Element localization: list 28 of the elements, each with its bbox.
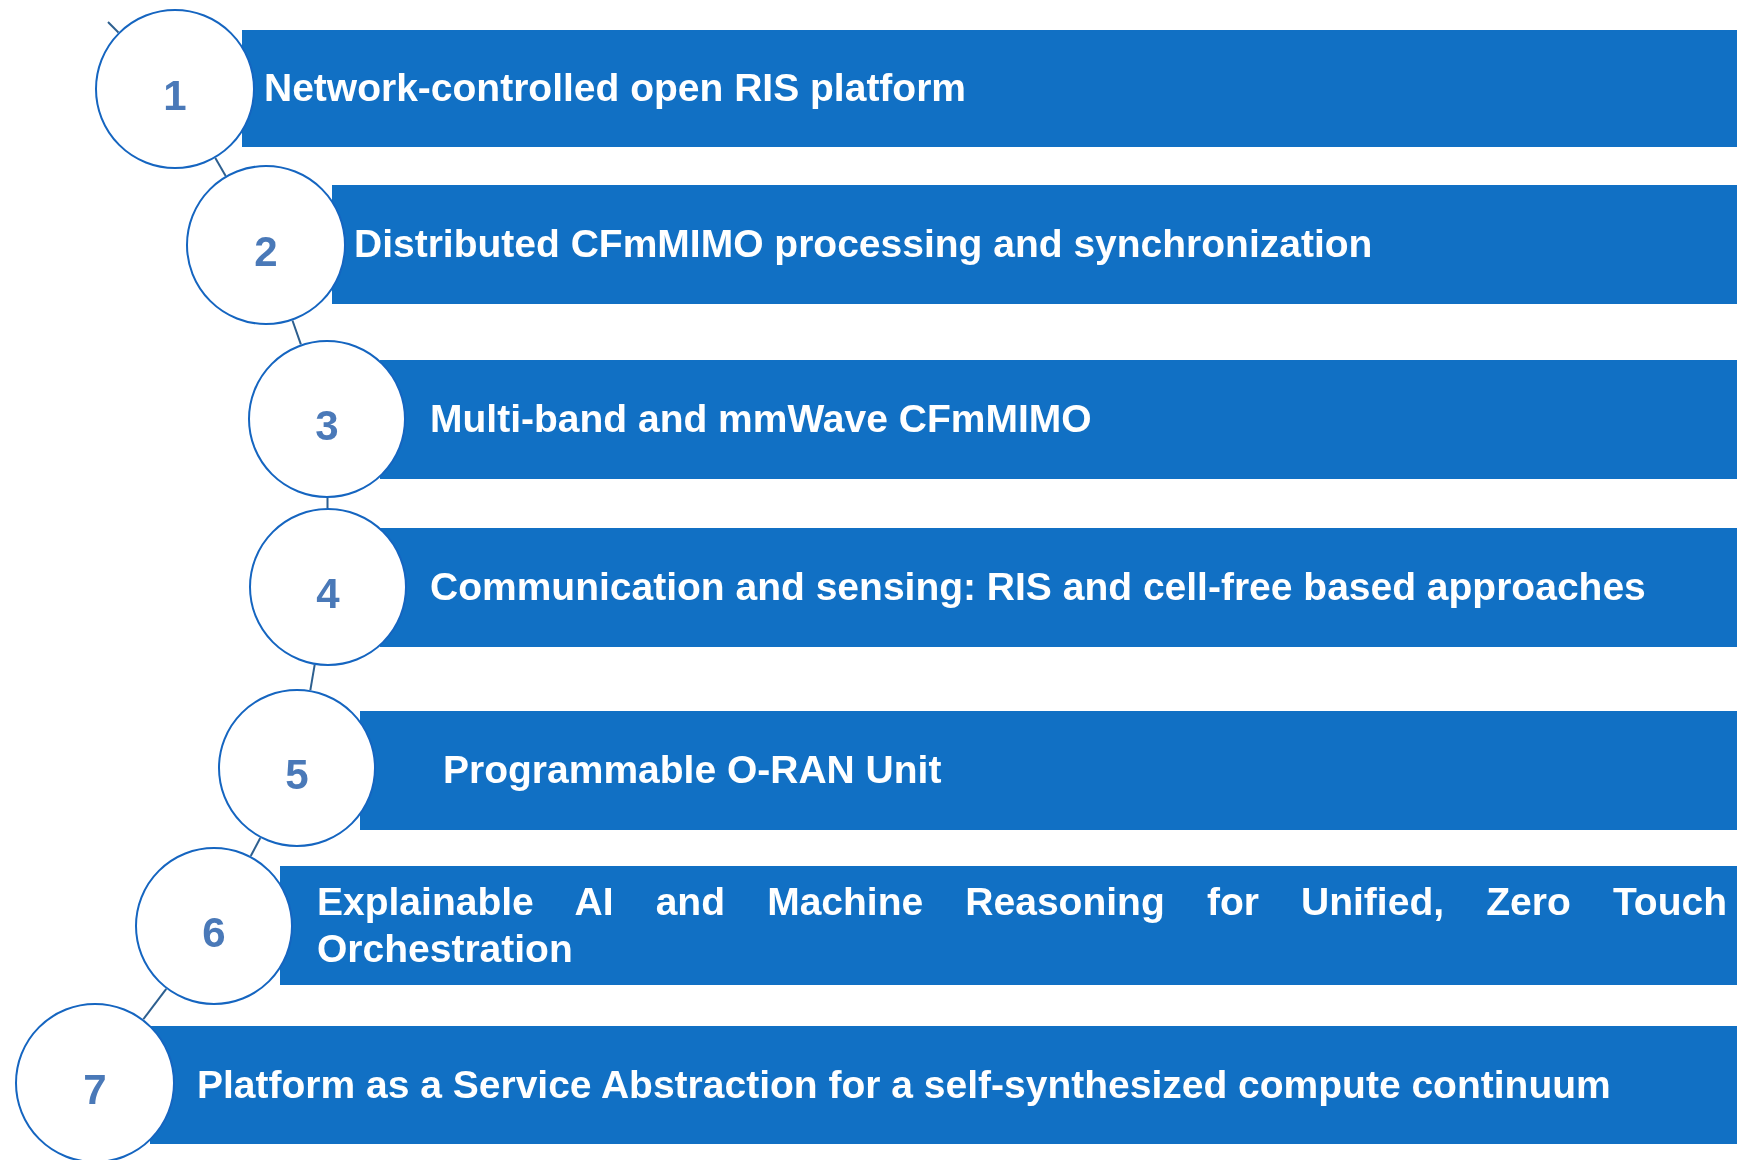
- connector-line: [214, 157, 227, 177]
- item-number: 5: [285, 750, 309, 799]
- connector-line: [142, 987, 168, 1021]
- item-number: 3: [315, 401, 339, 450]
- connector-line: [326, 497, 329, 509]
- item-number: 7: [83, 1065, 107, 1114]
- item-number: 2: [254, 227, 278, 276]
- item-title: Multi-band and mmWave CFmMIMO: [430, 396, 1092, 443]
- item-bar: [360, 711, 1737, 830]
- item-number: 6: [202, 908, 226, 957]
- connector-line: [309, 663, 316, 692]
- item-title: Distributed CFmMIMO processing and synchronization: [354, 221, 1373, 268]
- connector-line: [107, 21, 120, 34]
- item-bar: [242, 30, 1737, 147]
- item-title: Platform as a Service Abstraction for a self-synthesized compute continuum: [197, 1061, 1611, 1108]
- item-bar: [380, 360, 1737, 479]
- item-bar: [280, 866, 1737, 985]
- item-bar: [380, 528, 1737, 647]
- item-bar: [150, 1026, 1737, 1144]
- item-title: Network-controlled open RIS platform: [264, 65, 967, 112]
- item-number: 1: [163, 71, 187, 120]
- connector-line: [291, 319, 302, 346]
- connector-line: [249, 836, 262, 858]
- item-number: 4: [316, 569, 340, 618]
- item-title: Communication and sensing: RIS and cell-free based approaches: [430, 564, 1646, 611]
- item-title: Explainable AI and Machine Reasoning for Unified, Zero Touch Orchestration: [317, 878, 1727, 972]
- item-title: Programmable O-RAN Unit: [443, 747, 942, 794]
- item-bar: [332, 185, 1737, 304]
